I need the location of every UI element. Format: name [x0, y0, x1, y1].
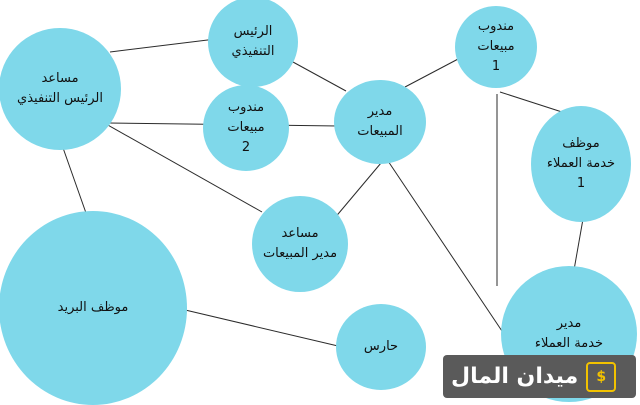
node-sales-rep-1-label: مندوب مبيعات 1 [477, 18, 515, 75]
node-assistant-sales-manager: مساعد مدير المبيعات [252, 196, 348, 292]
edge-sales-rep-1-to-cs-employee-1 [499, 91, 563, 113]
edge-cs-employee-1-to-cs-manager [573, 218, 584, 271]
node-sales-manager: مدير المبيعات [334, 80, 426, 164]
node-assistant-ceo-label: مساعد الرئيس التنفيذي [17, 70, 103, 106]
node-ceo-label: الرئيس التنفيذي [231, 23, 275, 59]
node-sales-rep-2: مندوب مبيعات 2 [203, 85, 289, 171]
edge-sales-manager-to-cs-manager [385, 157, 511, 344]
logo-text: ميدان المال [451, 364, 579, 389]
node-ceo: الرئيس التنفيذي [208, 0, 298, 87]
node-cs-employee-1-label: موظف خدمة العملاء 1 [546, 135, 616, 192]
node-mail-employee-label: موظف البريد [57, 299, 129, 315]
node-mail-employee: موظف البريد [0, 211, 187, 405]
edge-mail-employee-to-guard [180, 308, 339, 347]
edge-assistant-ceo-to-ceo [109, 37, 225, 53]
node-assistant-sales-manager-label: مساعد مدير المبيعات [262, 225, 338, 261]
node-sales-rep-2-label: مندوب مبيعات 2 [227, 99, 265, 156]
node-assistant-ceo: مساعد الرئيس التنفيذي [0, 28, 121, 150]
node-guard: حارس [336, 304, 426, 390]
node-sales-manager-label: مدير المبيعات [357, 103, 403, 139]
node-guard-label: حارس [363, 338, 399, 354]
node-cs-manager-label: مدير خدمة العملاء [534, 315, 604, 351]
currency-doc-icon: $ [586, 361, 617, 392]
watermark-logo: $ ميدان المال [443, 355, 636, 398]
node-sales-rep-1: مندوب مبيعات 1 [455, 6, 537, 88]
edge-assistant-ceo-to-mail-employee [61, 144, 87, 214]
node-cs-employee-1: موظف خدمة العملاء 1 [531, 106, 631, 222]
edge-assistant-ceo-to-assistant-sales-manager [105, 123, 263, 213]
edge-sales-manager-to-sales-rep-1 [404, 57, 461, 88]
